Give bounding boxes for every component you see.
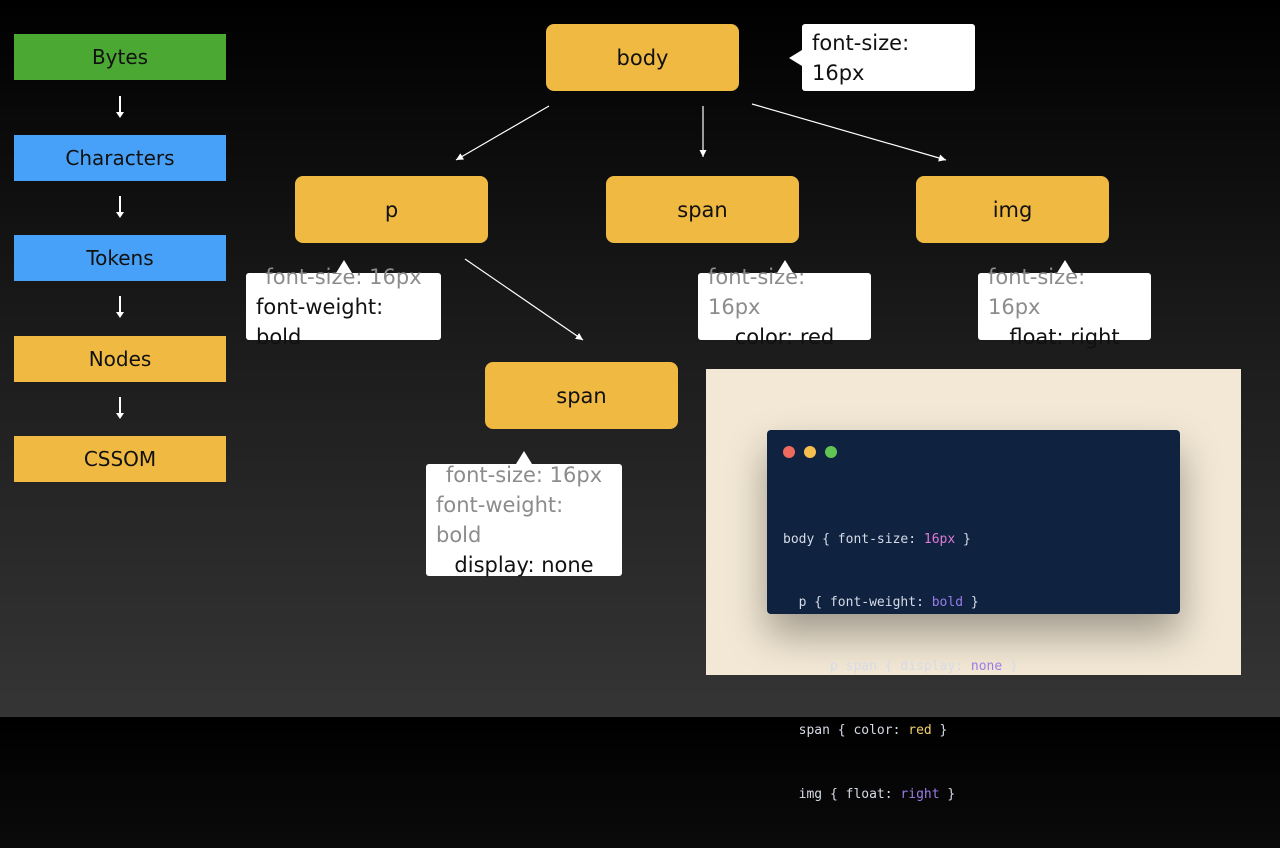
- tooltip-own-line: color: red: [734, 324, 835, 349]
- tooltip-img: font-size: 16px float: right: [978, 260, 1151, 349]
- tree-edges: [455, 103, 947, 341]
- code-line: p span { display: none }: [829, 659, 1018, 675]
- pipeline-arrow: [116, 96, 124, 118]
- maximize-dot-icon: [825, 446, 837, 458]
- node-body: body: [546, 24, 739, 91]
- tooltip-body: font-size: 16px: [789, 24, 975, 91]
- pipeline-arrow: [116, 397, 124, 419]
- tooltip-p-span: font-size: 16px font-weight: bold displa…: [426, 451, 622, 577]
- node-p-span: span: [485, 362, 678, 429]
- pipeline-step-nodes: Nodes: [14, 336, 226, 382]
- code-line: img { float: right }: [798, 787, 956, 803]
- tooltip-inherited-line: font-size: 16px: [708, 264, 806, 319]
- pipeline-step-cssom: CSSOM: [14, 436, 226, 482]
- tooltip-inherited-line: font-size: 16px: [988, 264, 1086, 319]
- tooltip-p: font-size: 16px font-weight: bold: [246, 260, 441, 349]
- code-line: body { font-size: 16px }: [783, 531, 971, 547]
- pipeline-step-bytes: Bytes: [14, 34, 226, 80]
- tooltip-own-line: font-weight: bold: [256, 294, 384, 349]
- pipeline-arrow: [116, 196, 124, 218]
- css-code: body { font-size: 16px } p { font-weight…: [783, 486, 1018, 848]
- node-img: img: [916, 176, 1109, 243]
- node-span: span: [606, 176, 799, 243]
- code-editor-window: body { font-size: 16px } p { font-weight…: [767, 430, 1180, 802]
- edge-body-img: [751, 103, 947, 162]
- tooltip-inherited-line: font-weight: bold: [436, 493, 564, 547]
- minimize-dot-icon: [804, 446, 816, 458]
- tooltip-span: font-size: 16px color: red: [698, 260, 871, 349]
- pipeline-step-characters: Characters: [14, 135, 226, 181]
- tooltip-inherited-line: font-size: 16px: [265, 264, 422, 289]
- code-line: span { color: red }: [798, 723, 948, 739]
- pipeline-arrow: [116, 296, 124, 318]
- node-p: p: [295, 176, 488, 243]
- tooltip-own-line: float: right: [1009, 324, 1120, 349]
- tooltip-own-line: display: none: [454, 553, 594, 577]
- tooltip-inherited-line: font-size: 16px: [445, 463, 603, 487]
- code-line: p { font-weight: bold }: [798, 595, 979, 611]
- edge-p-span: [464, 258, 584, 341]
- edge-body-p: [455, 105, 550, 161]
- close-dot-icon: [783, 446, 795, 458]
- pipeline-step-tokens: Tokens: [14, 235, 226, 281]
- code-panel-background: body { font-size: 16px } p { font-weight…: [706, 369, 1241, 802]
- tooltip-body-line: font-size: 16px: [812, 30, 910, 85]
